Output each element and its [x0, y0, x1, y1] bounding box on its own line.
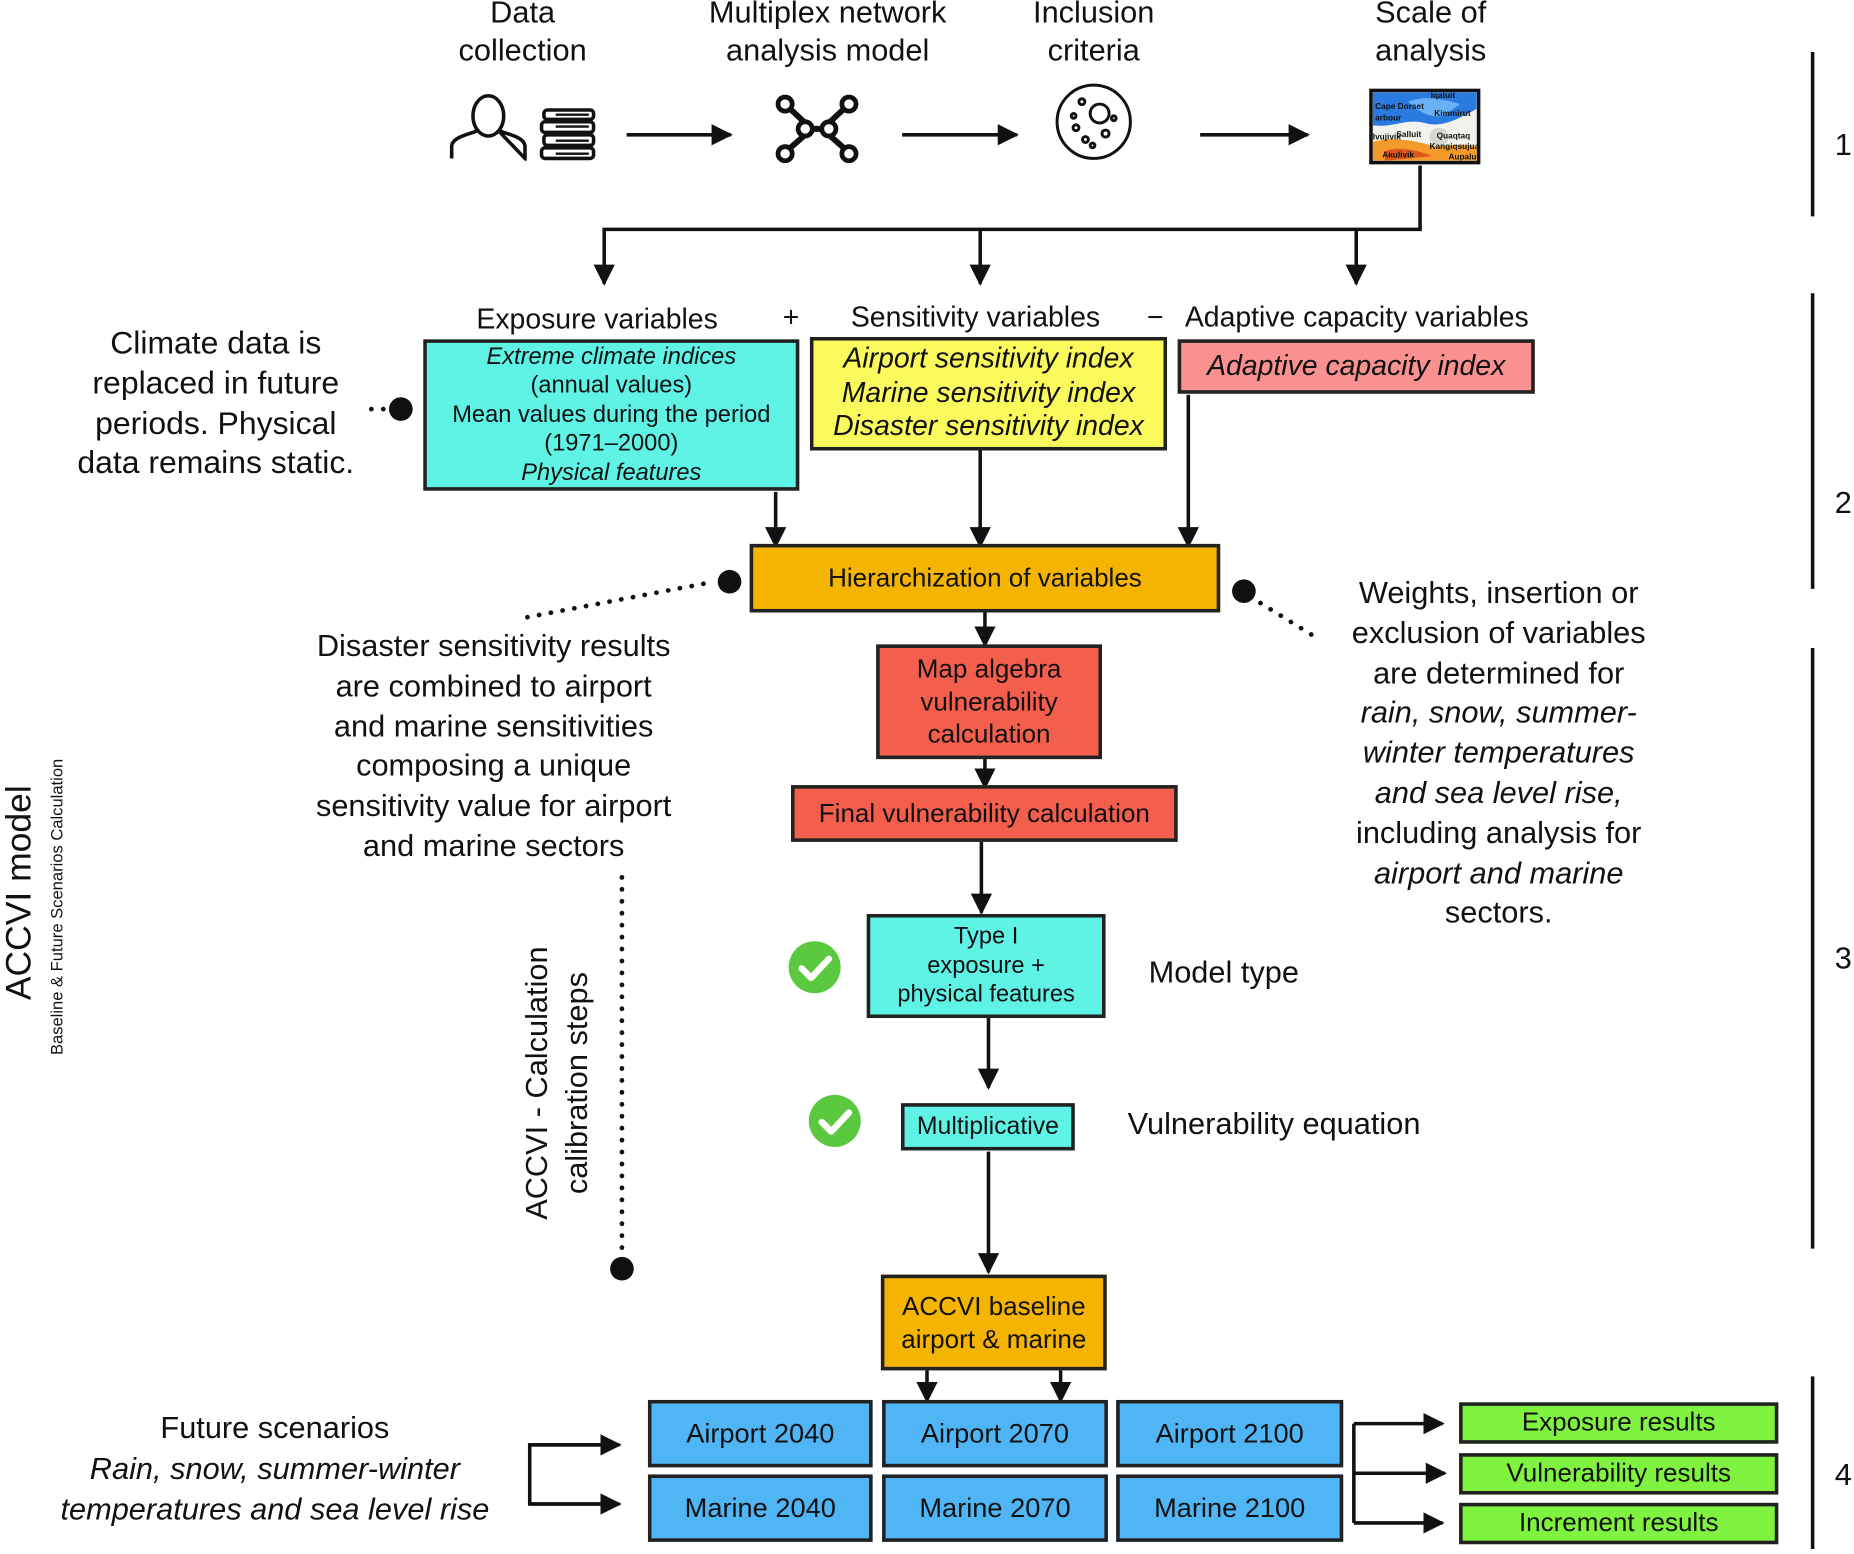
- map-label: Iqaluit: [1430, 92, 1456, 101]
- scenario-marine-2100: Marine 2100: [1116, 1474, 1344, 1542]
- accvi-model-label: ACCVI model: [0, 785, 40, 1001]
- plus-sign: +: [782, 301, 800, 334]
- vulnerability-results-box: Vulnerability results: [1459, 1453, 1779, 1495]
- petri-dish-icon: [1055, 83, 1132, 160]
- stage-number-4: 4: [1834, 1456, 1852, 1493]
- stage-number-1: 1: [1834, 126, 1852, 162]
- map-label: Akulivik: [1382, 151, 1414, 160]
- equation-label: Vulnerability equation: [1127, 1105, 1421, 1142]
- exposure-results-box: Exposure results: [1459, 1402, 1779, 1444]
- sensitivity-variables-box: Airport sensitivity index Marine sensiti…: [809, 336, 1168, 451]
- scenario-marine-2070: Marine 2070: [882, 1474, 1108, 1542]
- map-label: arbour: [1375, 114, 1402, 123]
- increment-results-box: Increment results: [1459, 1502, 1779, 1545]
- sensitivity-variables-header: Sensitivity variables: [850, 301, 1101, 334]
- scenario-airport-2070: Airport 2070: [882, 1399, 1108, 1468]
- map-label: Salluit: [1396, 131, 1422, 140]
- future-scenarios-title: Future scenarios: [160, 1409, 390, 1445]
- scenario-airport-2040: Airport 2040: [647, 1399, 873, 1468]
- exposure-line: Physical features: [521, 459, 702, 486]
- exposure-line: Mean values during the period: [452, 401, 771, 428]
- sensitivity-line: Airport sensitivity index: [843, 342, 1134, 375]
- adaptive-capacity-box: Adaptive capacity index: [1177, 339, 1535, 394]
- books-icon: [539, 108, 596, 161]
- map-label: Ivujivik: [1372, 133, 1401, 142]
- exposure-variables-box: Extreme climate indices (annual values) …: [423, 339, 800, 491]
- map-label: Quaqtaq: [1436, 132, 1471, 141]
- map-label: Aupaluk: [1448, 153, 1481, 162]
- sensitivity-line: Disaster sensitivity index: [833, 410, 1144, 443]
- hierarchization-box: Hierarchization of variables: [749, 543, 1221, 613]
- checkmark-icon: [808, 1094, 861, 1147]
- map-label: Cape Dorset: [1375, 102, 1424, 112]
- checkmark-icon: [788, 941, 841, 994]
- final-vulnerability-box: Final vulnerability calculation: [791, 785, 1178, 842]
- network-icon: [775, 94, 859, 164]
- adaptive-capacity-variables-header: Adaptive capacity variables: [1184, 301, 1529, 334]
- scenario-marine-2040: Marine 2040: [647, 1474, 873, 1542]
- model-type-label: Model type: [1148, 954, 1299, 990]
- stage-number-2: 2: [1834, 484, 1852, 521]
- exposure-line: (1971–2000): [544, 430, 679, 457]
- adaptive-line: Adaptive capacity index: [1207, 349, 1506, 382]
- accvi-model-subtitle: Baseline & Future Scenarios Calculation: [47, 758, 67, 1056]
- stage-number-3: 3: [1834, 940, 1852, 976]
- exposure-variables-header: Exposure variables: [476, 303, 718, 336]
- minus-sign: −: [1146, 301, 1164, 334]
- exposure-line: Extreme climate indices: [486, 344, 737, 371]
- exposure-line: (annual values): [530, 372, 693, 399]
- person-icon: [449, 94, 527, 161]
- sensitivity-line: Marine sensitivity index: [841, 376, 1136, 409]
- scenario-airport-2100: Airport 2100: [1116, 1399, 1344, 1468]
- equation-box: Multiplicative: [900, 1103, 1075, 1151]
- map-label: Kimmirut: [1434, 109, 1471, 119]
- map-label: Kangiqsujuaq: [1429, 143, 1481, 152]
- map-thumbnail-icon: Iqaluit Cape Dorset Kimmirut arbour Quaq…: [1369, 88, 1481, 165]
